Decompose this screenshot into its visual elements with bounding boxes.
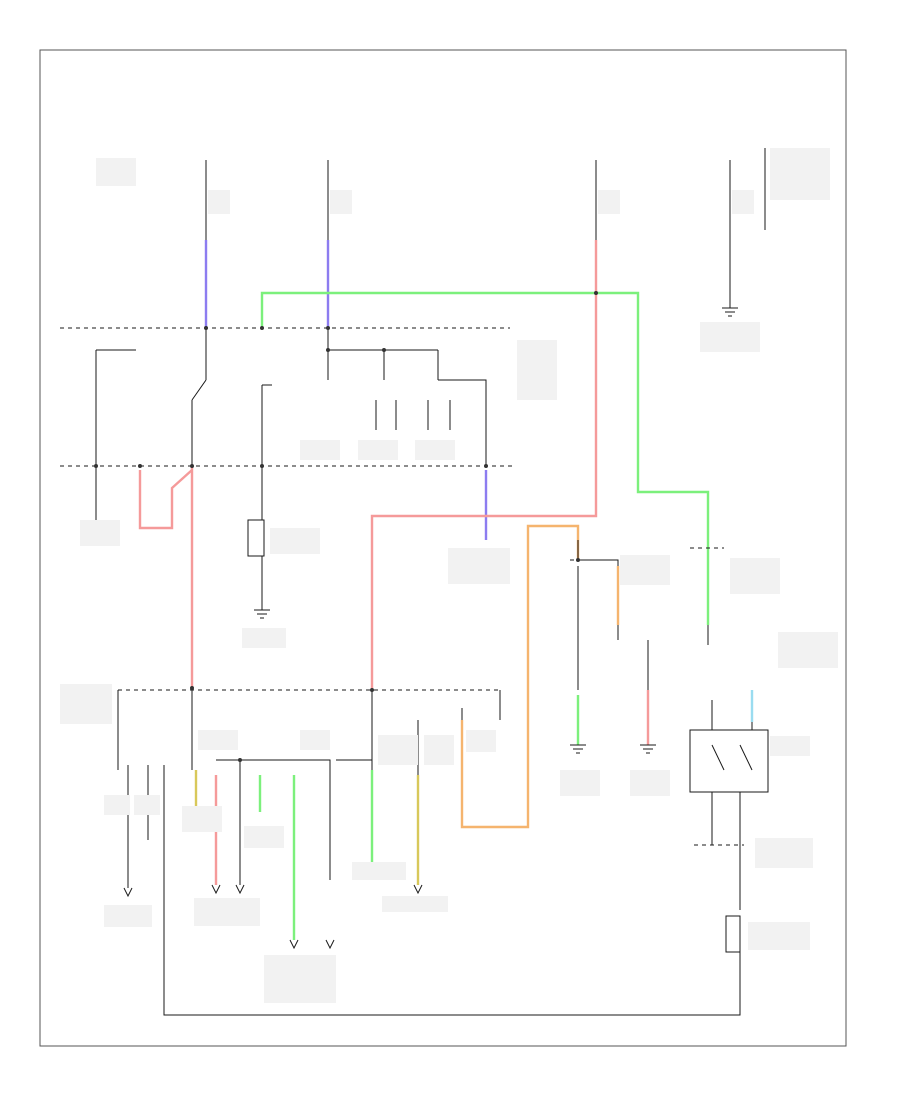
ground-symbol-top-right: [700, 300, 760, 352]
wire-green-top: [260, 291, 710, 625]
wire-orange: [460, 524, 580, 829]
lower-bus: [60, 684, 501, 1003]
diagram-frame: [39, 49, 847, 1047]
top-fuse-feeds: [96, 148, 830, 300]
wire-pink-right: [370, 240, 598, 690]
splice-nodes: [94, 291, 598, 762]
wire-pink-loop: [138, 469, 193, 530]
junction-box-internal: [95, 328, 487, 466]
left-components: [80, 466, 510, 648]
right-connectors: [163, 540, 838, 1016]
